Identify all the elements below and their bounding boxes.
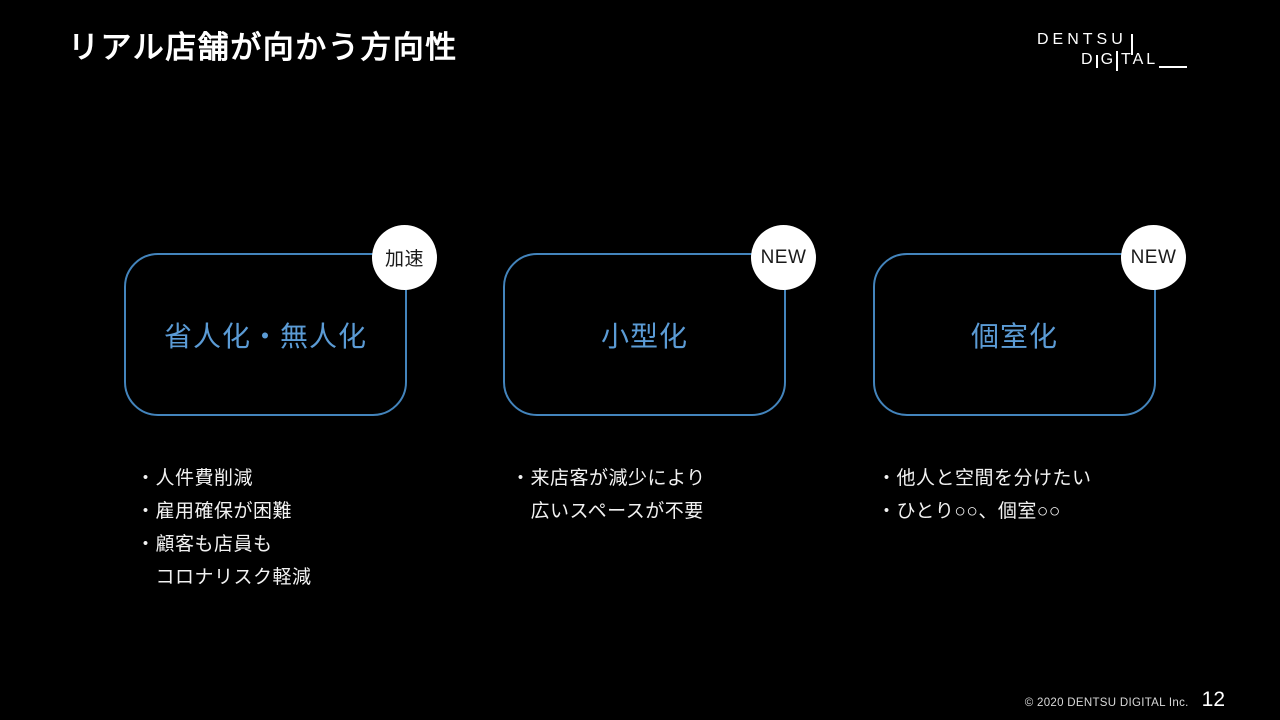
bullet-line: ・雇用確保が困難 bbox=[136, 501, 293, 522]
logo-line-dentsu: DENTSU bbox=[1037, 27, 1187, 55]
logo-g-text: G bbox=[1100, 51, 1117, 68]
footer: © 2020 DENTSU DIGITAL Inc. 12 bbox=[1025, 688, 1225, 712]
concept-box-unmanned: 省人化・無人化 加速 bbox=[124, 225, 437, 416]
copyright-text: © 2020 DENTSU DIGITAL Inc. bbox=[1024, 697, 1189, 709]
concept-box-compact: 小型化 NEW bbox=[503, 225, 816, 416]
concept-box-label: 個室化 bbox=[970, 320, 1058, 352]
new-badge: NEW bbox=[1121, 225, 1186, 290]
bullet-line: ・他人と空間を分けたい bbox=[877, 468, 1092, 489]
logo-bar-icon bbox=[1130, 34, 1133, 55]
logo-line-digital: D G TAL bbox=[1081, 49, 1188, 71]
logo-underline-icon bbox=[1159, 66, 1188, 68]
bullet-list-unmanned: ・人件費削減 ・雇用確保が困難 ・顧客も店員も コロナリスク軽減 bbox=[136, 462, 312, 594]
concept-box-private-room: 個室化 NEW bbox=[873, 225, 1186, 416]
bullet-line: 広いスペースが不要 bbox=[511, 501, 704, 522]
bullet-list-compact: ・来店客が減少により 広いスペースが不要 bbox=[511, 462, 706, 528]
logo-dentsu-text: DENTSU bbox=[1037, 31, 1127, 48]
bullet-line: ・顧客も店員も bbox=[136, 534, 273, 555]
bullet-list-private-room: ・他人と空間を分けたい ・ひとり○○、個室○○ bbox=[877, 462, 1092, 528]
bullet-line: ・ひとり○○、個室○○ bbox=[877, 501, 1061, 522]
logo-bar-icon bbox=[1095, 55, 1098, 68]
dentsu-digital-logo: DENTSU D G TAL bbox=[1037, 27, 1188, 71]
accel-badge: 加速 bbox=[372, 225, 437, 290]
bullet-line: ・来店客が減少により bbox=[511, 468, 706, 489]
bullet-line: コロナリスク軽減 bbox=[136, 567, 312, 588]
page-title: リアル店舗が向かう方向性 bbox=[68, 30, 458, 65]
concept-box-label: 小型化 bbox=[600, 320, 688, 352]
new-badge: NEW bbox=[751, 225, 816, 290]
logo-bar-icon bbox=[1116, 51, 1119, 71]
concept-box-label: 省人化・無人化 bbox=[163, 320, 367, 352]
bullet-line: ・人件費削減 bbox=[136, 468, 254, 489]
logo-tal-text: TAL bbox=[1121, 51, 1159, 68]
logo-d-text: D bbox=[1081, 51, 1096, 68]
page-number: 12 bbox=[1201, 688, 1225, 711]
